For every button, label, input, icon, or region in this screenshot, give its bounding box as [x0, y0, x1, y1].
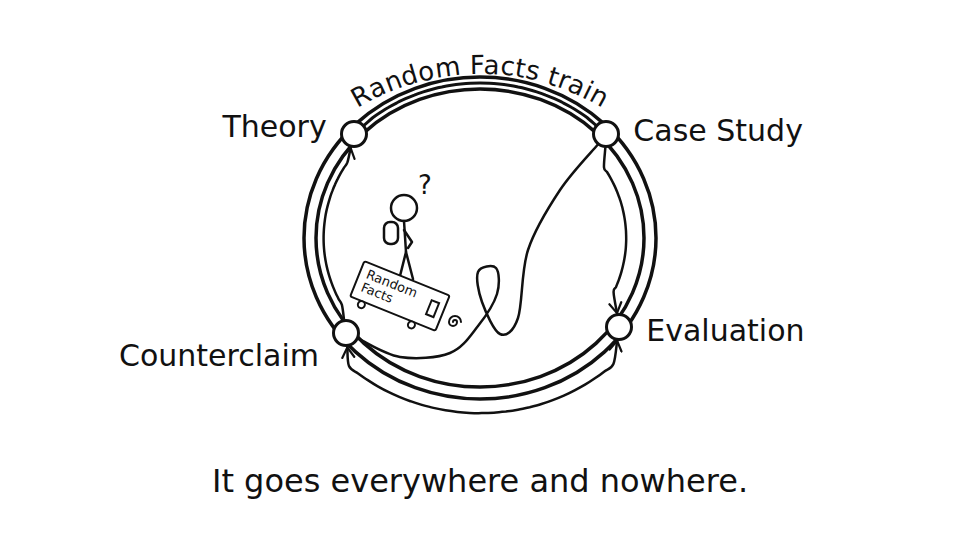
figure-head [391, 195, 417, 221]
station-label: Counterclaim [119, 339, 319, 372]
track-arrow [347, 341, 617, 413]
track-rail [316, 89, 644, 387]
station-label: Evaluation [646, 314, 804, 347]
track-rail [304, 77, 656, 399]
squiggle-connector [359, 145, 598, 358]
caption: It goes everywhere and nowhere. [0, 462, 960, 500]
station-label: Theory [222, 110, 326, 143]
train-cart: Random Facts [349, 260, 451, 332]
track-group [304, 77, 656, 399]
track-arrow [604, 148, 626, 313]
station-node: Theory [340, 120, 368, 148]
station-node: Case Study [592, 120, 620, 148]
figure-arm [404, 230, 412, 248]
cart-wheel [356, 298, 368, 310]
swirl [449, 316, 461, 326]
cart-window [425, 299, 441, 319]
cart-label: Random Facts [359, 267, 429, 317]
figure-body [404, 221, 406, 252]
station-node: Evaluation [605, 313, 633, 341]
station-label: Case Study [633, 114, 803, 147]
figure-backpack [384, 222, 398, 244]
station-node: Counterclaim [332, 319, 360, 347]
question-mark: ? [418, 170, 432, 200]
track-arrow [324, 148, 351, 320]
cart-wheel [406, 319, 418, 331]
